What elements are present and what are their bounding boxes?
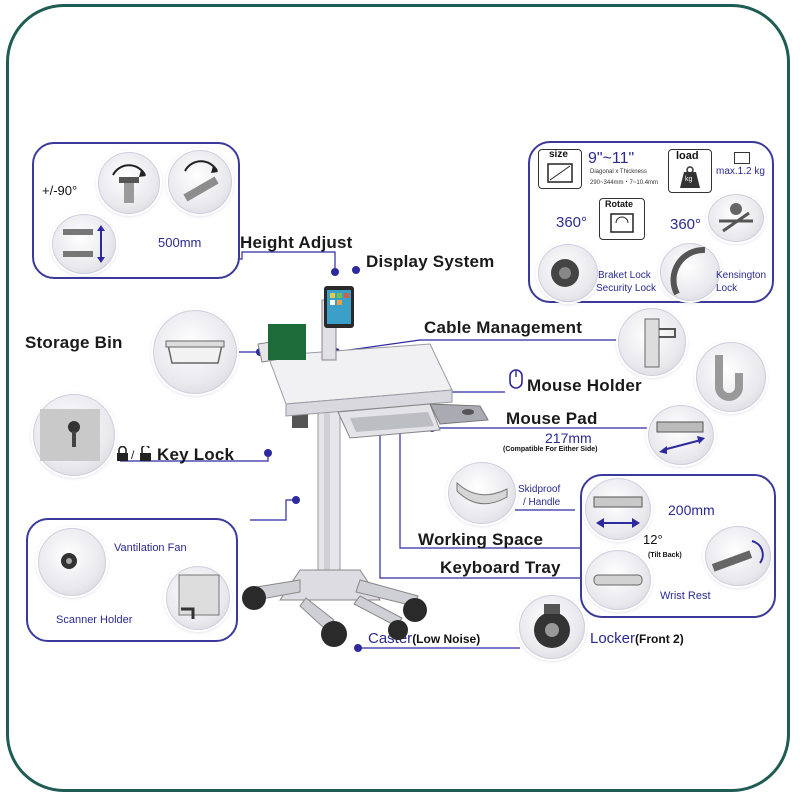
padlock-closed-icon [117, 446, 128, 461]
caster-note: (Low Noise) [412, 632, 481, 646]
kensington-image [660, 243, 720, 301]
mouse-pad-note: (Compatible For Either Side) [503, 446, 598, 453]
skidproof-line1: Skidproof [518, 484, 561, 495]
hook-icon [715, 355, 743, 401]
mouse-pad-label: Mouse Pad [506, 409, 598, 428]
size-icon-box: size [538, 149, 582, 189]
wrist-rest-icon [593, 574, 643, 586]
braket-lock-image [538, 244, 598, 302]
key-lock-image [33, 394, 115, 476]
key-lock-dot [264, 449, 272, 457]
tilt-side-image [168, 150, 232, 214]
cable-management-label: Cable Management [424, 318, 583, 337]
height-adjust-dot [331, 268, 339, 276]
tilt-arrow-icon [711, 540, 764, 572]
outer-frame [6, 4, 790, 792]
fan-image [38, 528, 106, 596]
height-adjust-label: Height Adjust [240, 233, 353, 252]
locker-label: Locker(Front 2) [590, 630, 684, 647]
key-icon [40, 409, 100, 461]
security-lock-label: Security Lock [596, 283, 657, 294]
kensington-label: Kensington [716, 270, 767, 281]
size-note-1: Diagonal x Thickness [590, 169, 647, 175]
weight-icon [680, 166, 700, 188]
rotate-left-value: 360° [556, 214, 588, 231]
key-lock-label: Key Lock [157, 445, 235, 464]
braket-lock-label: Braket Lock [598, 270, 651, 281]
storage-bin-label: Storage Bin [25, 333, 123, 352]
height-arrow-icon [63, 225, 105, 263]
working-space-label: Working Space [418, 530, 544, 549]
keyboard-width-label: 200mm [668, 502, 715, 518]
skidproof-image [448, 462, 516, 524]
caster-wheel [242, 586, 266, 610]
load-value: max.1.2 kg [716, 166, 765, 177]
skidproof-line2: / Handle [523, 497, 561, 508]
tilt-note: (Tilt Back) [648, 552, 682, 559]
size-value: 9"~11" [588, 150, 635, 167]
display-system-dot [352, 266, 360, 274]
width-arrow-icon [593, 496, 643, 528]
cable-clip-icon [644, 318, 676, 368]
locker-text: Locker [590, 630, 636, 647]
green-folder [268, 324, 306, 360]
mouse-holder-image [696, 342, 766, 412]
tablet-outline-icon [734, 152, 750, 164]
caster-wheel [403, 598, 427, 622]
wrist-rest-image [585, 550, 651, 610]
storage-bin-image [153, 310, 237, 394]
height-range-label: 500mm [158, 235, 202, 250]
handle-icon [456, 481, 508, 505]
keyboard-width-image [585, 478, 651, 540]
mouse-holder-label: Mouse Holder [527, 376, 642, 395]
key-lock-separator: / [131, 448, 135, 462]
scanner-holder-icon [178, 574, 220, 619]
rotate-icon-box: Rotate [599, 198, 645, 240]
display-system-label: Display System [366, 252, 495, 271]
tilt-angle-label: 12° [643, 532, 663, 547]
angle-label: +/-90° [42, 183, 78, 198]
mouse-pad-image [648, 405, 714, 465]
caster-wheel-icon [534, 604, 570, 648]
slide-arrow-icon [656, 421, 705, 454]
padlock-open-icon [140, 446, 151, 461]
height-range-image [52, 214, 116, 274]
size-title: size [549, 149, 568, 160]
bin-icon [165, 340, 225, 364]
scanner-image [166, 566, 230, 630]
locker-image [519, 595, 585, 659]
mouse-pad-shape [429, 403, 489, 425]
rotate-title: Rotate [605, 199, 634, 209]
swivel-image [708, 194, 764, 242]
lock-knob-icon [551, 259, 579, 287]
caster-dot [354, 644, 362, 652]
tilt-image [705, 526, 771, 586]
kensington-lock-label: Lock [716, 283, 738, 294]
load-title: load [676, 150, 699, 162]
fan-label: Vantilation Fan [114, 542, 187, 554]
tilt-front-image [98, 152, 160, 214]
base-dot [292, 496, 300, 504]
rotate-arrow-icon [183, 160, 219, 202]
locker-note: (Front 2) [635, 632, 684, 646]
rotate-arrow-icon [112, 164, 146, 203]
mouse-pad-width: 217mm [545, 430, 592, 446]
scanner-label: Scanner Holder [56, 614, 133, 626]
kensington-icon [670, 246, 706, 296]
caster-wheel [321, 621, 347, 647]
diagonal-icon [547, 163, 573, 183]
load-icon-box: load kg [668, 149, 712, 193]
cable-management-image [618, 308, 686, 376]
caster-wheel [388, 620, 408, 640]
size-note-2: 290~344mm・7~10.4mm [590, 180, 659, 186]
keyboard-tray-label: Keyboard Tray [440, 558, 561, 577]
rotate-icon [610, 213, 634, 233]
fan-icon [61, 553, 77, 569]
mouse-icon [509, 369, 523, 389]
rotate-right-value: 360° [670, 216, 702, 233]
swivel-icon [719, 203, 753, 233]
load-unit: kg [685, 176, 693, 183]
wrist-rest-label: Wrist Rest [660, 590, 711, 602]
